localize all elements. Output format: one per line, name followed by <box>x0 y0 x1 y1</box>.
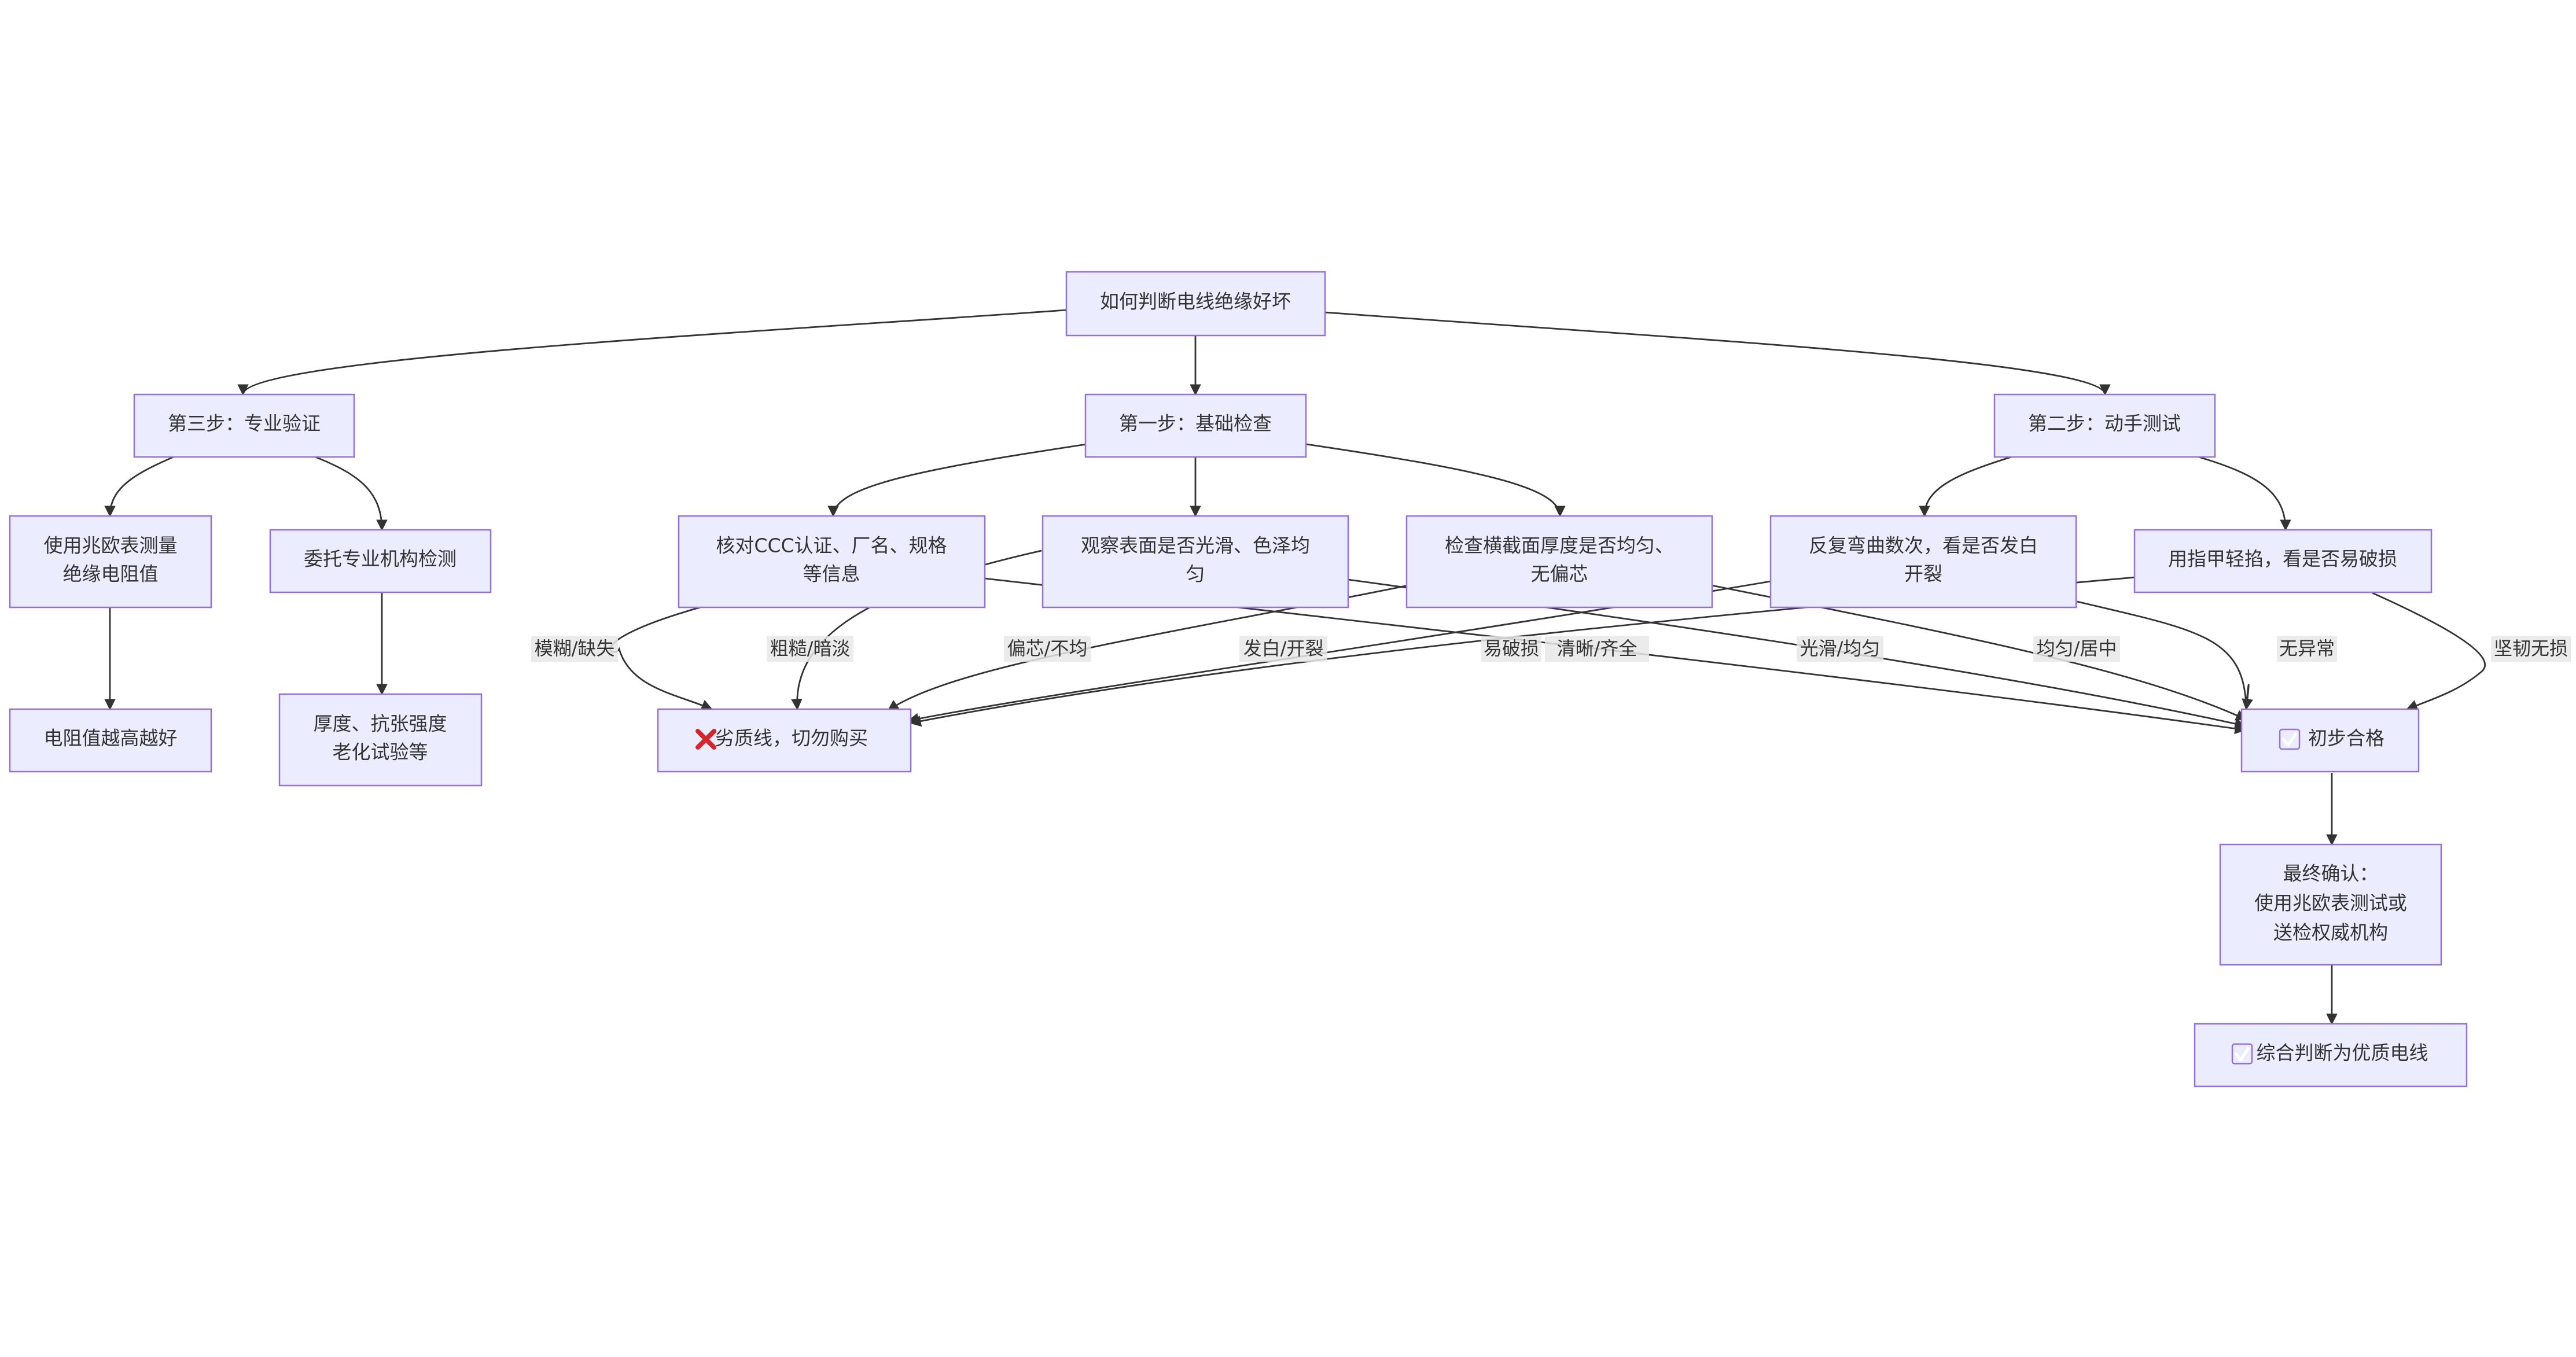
svg-text:光滑/均匀: 光滑/均匀 <box>1800 637 1881 659</box>
node-megger[interactable]: 使用兆欧表测量 绝缘电阻值 <box>9 515 212 609</box>
svg-text:反复弯曲数次，看是否发白: 反复弯曲数次，看是否发白 <box>1809 534 2038 557</box>
node-nail-test[interactable]: 用指甲轻掐，看是否易破损 <box>2133 529 2433 593</box>
svg-text:最终确认：: 最终确认： <box>2283 862 2379 885</box>
edge-step3-megger <box>104 456 174 517</box>
edge-label-bend-bad: 发白/开裂 <box>1239 636 1327 662</box>
node-check-section[interactable]: 检查横截面厚度是否均匀、 无偏芯 <box>1405 515 1713 609</box>
svg-text:使用兆欧表测试或: 使用兆欧表测试或 <box>2254 892 2407 915</box>
check-mark-icon <box>2279 728 2301 750</box>
edge-step1-section <box>1306 443 1566 517</box>
edge-label-ccc-good: 清晰/齐全 <box>1545 636 1649 662</box>
svg-text:第一步：基础检查: 第一步：基础检查 <box>1119 412 1272 435</box>
edge-nail-pass <box>2372 592 2486 711</box>
node-pass[interactable]: 初步合格 <box>2240 708 2420 773</box>
edge-label-nail-good: 坚韧无损 <box>2491 636 2571 662</box>
node-observe-surface[interactable]: 观察表面是否光滑、色泽均 匀 <box>1042 515 1349 609</box>
cross-mark-icon <box>695 729 716 750</box>
node-resistance-high[interactable]: 电阻值越高越好 <box>9 708 212 773</box>
svg-text:使用兆欧表测量: 使用兆欧表测量 <box>44 534 178 557</box>
edge-step2-nail <box>2198 456 2291 531</box>
node-step2[interactable]: 第二步：动手测试 <box>1993 393 2216 458</box>
svg-text:均匀/居中: 均匀/居中 <box>2037 637 2117 659</box>
svg-text:模糊/缺失: 模糊/缺失 <box>535 637 615 659</box>
svg-text:坚韧无损: 坚韧无损 <box>2494 637 2568 659</box>
node-bend-test[interactable]: 反复弯曲数次，看是否发白 开裂 <box>1769 515 2077 609</box>
svg-text:清晰/齐全: 清晰/齐全 <box>1557 637 1637 659</box>
node-step1[interactable]: 第一步：基础检查 <box>1084 393 1307 458</box>
edge-root-step2 <box>1324 311 2111 396</box>
svg-text:核对CCC认证、厂名、规格: 核对CCC认证、厂名、规格 <box>716 534 947 557</box>
svg-text:开裂: 开裂 <box>1904 563 1942 585</box>
node-inferior[interactable]: 劣质线，切勿购买 <box>657 708 912 773</box>
edge-label-nail-bad: 易破损 <box>1481 636 1541 662</box>
svg-text:发白/开裂: 发白/开裂 <box>1243 637 1324 659</box>
nodes: 如何判断电线绝缘好坏 第三步：专业验证 第一步：基础检查 第二步：动手测试 使用… <box>9 271 2468 1087</box>
edge-root-step3 <box>237 309 1067 396</box>
svg-text:委托专业机构检测: 委托专业机构检测 <box>304 548 457 570</box>
edge-label-surface-good: 光滑/均匀 <box>1797 636 1883 662</box>
check-mark-icon <box>2231 1043 2253 1065</box>
svg-text:易破损: 易破损 <box>1484 637 1539 659</box>
svg-text:用指甲轻掐，看是否易破损: 用指甲轻掐，看是否易破损 <box>2168 548 2397 570</box>
node-quality[interactable]: 综合判断为优质电线 <box>2194 1023 2468 1087</box>
svg-text:第三步：专业验证: 第三步：专业验证 <box>168 412 321 435</box>
svg-text:送检权威机构: 送检权威机构 <box>2273 921 2388 944</box>
svg-text:综合判断为优质电线: 综合判断为优质电线 <box>2257 1042 2428 1064</box>
node-agency-items[interactable]: 厚度、抗张强度 老化试验等 <box>278 693 483 787</box>
svg-text:粗糙/暗淡: 粗糙/暗淡 <box>770 637 851 659</box>
node-agency[interactable]: 委托专业机构检测 <box>269 529 492 593</box>
svg-text:劣质线，切勿购买: 劣质线，切勿购买 <box>715 727 868 750</box>
edge-label-section-bad: 偏芯/不均 <box>1004 636 1091 662</box>
svg-text:如何判断电线绝缘好坏: 如何判断电线绝缘好坏 <box>1100 290 1291 313</box>
edge-ccc-inferior <box>609 606 713 710</box>
edge-label-ccc-bad: 模糊/缺失 <box>531 636 618 662</box>
svg-text:等信息: 等信息 <box>803 563 860 585</box>
svg-text:无偏芯: 无偏芯 <box>1531 563 1588 585</box>
svg-text:绝缘电阻值: 绝缘电阻值 <box>63 563 159 585</box>
svg-text:电阻值越高越好: 电阻值越高越好 <box>44 727 178 750</box>
svg-text:老化试验等: 老化试验等 <box>333 741 428 764</box>
node-final-confirm[interactable]: 最终确认： 使用兆欧表测试或 送检权威机构 <box>2219 843 2442 966</box>
edge-step1-ccc <box>827 443 1087 517</box>
svg-text:偏芯/不均: 偏芯/不均 <box>1007 637 1088 659</box>
svg-text:初步合格: 初步合格 <box>2308 727 2384 750</box>
node-step3[interactable]: 第三步：专业验证 <box>133 393 355 458</box>
edge-label-surface-bad: 粗糙/暗淡 <box>767 636 853 662</box>
edge-step2-bend <box>1919 456 2012 517</box>
svg-text:观察表面是否光滑、色泽均: 观察表面是否光滑、色泽均 <box>1081 534 1310 557</box>
svg-text:检查横截面厚度是否均匀、: 检查横截面厚度是否均匀、 <box>1445 534 1674 557</box>
node-root[interactable]: 如何判断电线绝缘好坏 <box>1065 271 1326 337</box>
edge-step3-agency <box>315 456 388 531</box>
svg-text:匀: 匀 <box>1186 563 1205 585</box>
edge-label-bend-good: 无异常 <box>2277 636 2337 662</box>
edge-bend-pass <box>2077 600 2253 710</box>
node-verify-ccc[interactable]: 核对CCC认证、厂名、规格 等信息 <box>678 515 986 609</box>
svg-text:无异常: 无异常 <box>2279 637 2335 659</box>
svg-text:厚度、抗张强度: 厚度、抗张强度 <box>314 713 447 735</box>
svg-text:第二步：动手测试: 第二步：动手测试 <box>2028 412 2181 435</box>
edge-labels: 模糊/缺失 粗糙/暗淡 偏芯/不均 发白/开裂 易破损 清晰/齐全 光滑/均匀 <box>531 636 2571 662</box>
edge-label-section-good: 均匀/居中 <box>2033 636 2120 662</box>
